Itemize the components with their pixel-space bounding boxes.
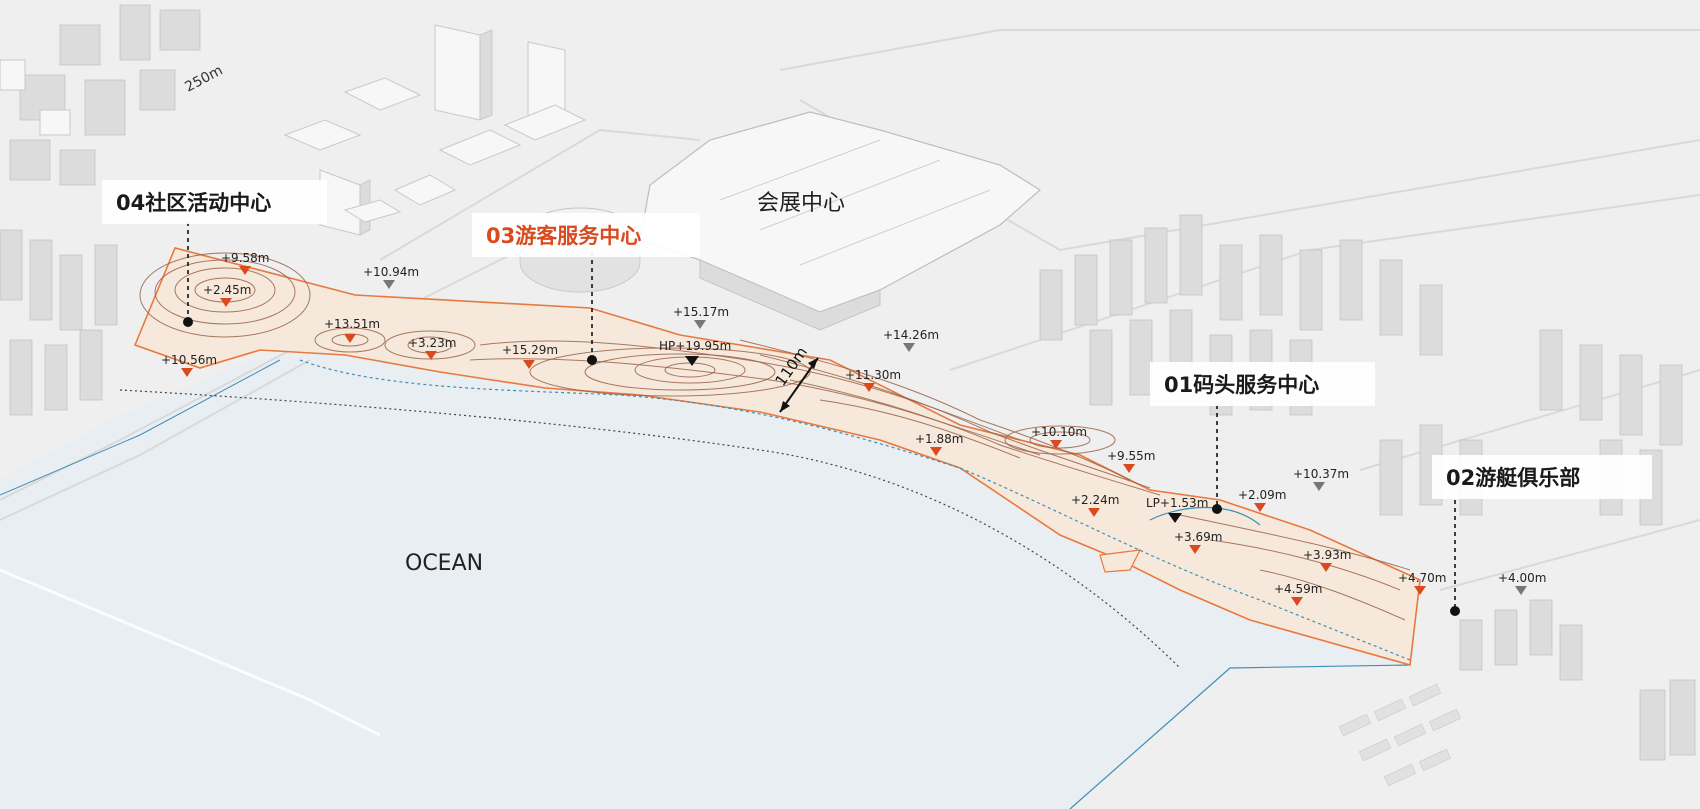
elev-marker-369: +3.69m [1174, 530, 1222, 554]
svg-text:+10.37m: +10.37m [1293, 467, 1349, 481]
elev-marker-393: +3.93m [1303, 548, 1351, 572]
site-boundary [133, 247, 1421, 667]
svg-text:HP+19.95m: HP+19.95m [659, 339, 731, 353]
elevation-markers: +9.58m +2.45m +10.56m +13.51m +3.23m +15… [161, 251, 1546, 606]
buildings-northwest [0, 4, 201, 186]
elev-marker-209: +2.09m [1238, 488, 1286, 512]
road-network [0, 29, 1700, 591]
pier-inlet [1149, 506, 1261, 526]
elev-marker-188: +1.88m [915, 432, 963, 456]
svg-text:+11.30m: +11.30m [845, 368, 901, 382]
callout-dot-community [183, 317, 193, 327]
elev-marker-459: +4.59m [1274, 582, 1322, 606]
ocean-area [0, 352, 1410, 809]
callout-dot-yacht [1450, 606, 1460, 616]
elev-marker-lp: LP+1.53m [1146, 496, 1208, 523]
elev-marker-1351: +13.51m [324, 317, 380, 343]
svg-text:+14.26m: +14.26m [883, 328, 939, 342]
sea-boundary-line [1069, 664, 1411, 809]
callout-dot-visitor [587, 355, 597, 365]
elev-marker-400: +4.00m [1498, 571, 1546, 595]
svg-text:LP+1.53m: LP+1.53m [1146, 496, 1208, 510]
elev-marker-1130: +11.30m [845, 368, 901, 392]
elev-marker-1529: +15.29m [502, 343, 558, 369]
label-visitor-center: 03游客服务中心 [472, 213, 700, 257]
ocean-label: OCEAN [405, 551, 483, 576]
svg-text:03游客服务中心: 03游客服务中心 [486, 224, 641, 248]
expo-center-label: 会展中心 [757, 191, 845, 216]
svg-text:+9.58m: +9.58m [221, 251, 269, 265]
svg-text:+10.56m: +10.56m [161, 353, 217, 367]
buildings-west-coast [0, 229, 118, 416]
elev-marker-323: +3.23m [408, 336, 456, 360]
svg-text:+13.51m: +13.51m [324, 317, 380, 331]
shoreline-dashed [299, 359, 1411, 661]
boat-rows [1338, 683, 1462, 787]
west-shoreline [0, 359, 281, 496]
elev-marker-1037: +10.37m [1293, 467, 1349, 491]
svg-text:+15.29m: +15.29m [502, 343, 558, 357]
svg-text:+4.70m: +4.70m [1398, 571, 1446, 585]
svg-text:+3.23m: +3.23m [408, 336, 456, 350]
offshore-dotted-line [119, 389, 1181, 669]
elev-marker-1056: +10.56m [161, 353, 217, 377]
svg-text:+2.45m: +2.45m [203, 283, 251, 297]
label-pier-center: 01码头服务中心 [1150, 362, 1375, 406]
svg-text:+2.24m: +2.24m [1071, 493, 1119, 507]
buildings-southeast [1459, 599, 1696, 761]
svg-text:01码头服务中心: 01码头服务中心 [1164, 373, 1319, 397]
svg-text:04社区活动中心: 04社区活动中心 [116, 191, 271, 215]
elev-marker-955: +9.55m [1107, 449, 1155, 473]
svg-text:+4.59m: +4.59m [1274, 582, 1322, 596]
svg-text:+10.94m: +10.94m [363, 265, 419, 279]
elev-marker-1517: +15.17m [673, 305, 729, 329]
elev-marker-1426: +14.26m [883, 328, 939, 352]
svg-text:+2.09m: +2.09m [1238, 488, 1286, 502]
label-yacht-club: 02游艇俱乐部 [1432, 455, 1652, 499]
svg-text:+3.93m: +3.93m [1303, 548, 1351, 562]
elev-marker-224: +2.24m [1071, 493, 1119, 517]
elev-marker-1010: +10.10m [1031, 425, 1087, 449]
callout-dot-pier [1212, 504, 1222, 514]
elev-marker-hp: HP+19.95m [659, 339, 731, 366]
elev-marker-470: +4.70m [1398, 571, 1446, 595]
ocean-highlight [0, 568, 381, 737]
elev-marker-245: +2.45m [203, 283, 251, 307]
pier-platform [1099, 549, 1142, 573]
svg-text:+3.69m: +3.69m [1174, 530, 1222, 544]
svg-text:+10.10m: +10.10m [1031, 425, 1087, 439]
elev-marker-958: +9.58m [221, 251, 269, 275]
label-community-center: 04社区活动中心 [102, 180, 327, 224]
svg-text:02游艇俱乐部: 02游艇俱乐部 [1446, 466, 1580, 490]
svg-text:+15.17m: +15.17m [673, 305, 729, 319]
svg-text:+1.88m: +1.88m [915, 432, 963, 446]
callout-leaders [187, 222, 1456, 610]
elev-marker-1094: +10.94m [363, 265, 419, 289]
svg-text:+9.55m: +9.55m [1107, 449, 1155, 463]
buildings-central-lowrise [283, 24, 587, 236]
svg-text:+4.00m: +4.00m [1498, 571, 1546, 585]
